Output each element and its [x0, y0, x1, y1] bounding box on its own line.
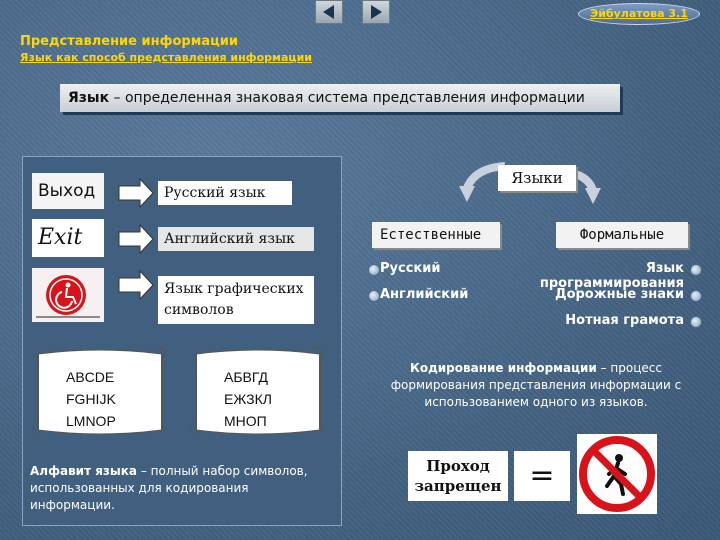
- wheelchair-sign: [32, 268, 104, 322]
- english-language-label: Английский язык: [158, 227, 314, 251]
- natural-languages-node: Естественные: [372, 222, 500, 248]
- alphabet-text: – полный набор символов, использованных …: [30, 464, 308, 512]
- bullet-icon: [690, 264, 702, 276]
- alphabet-line: ABCDE: [66, 369, 115, 385]
- bullet-icon: [690, 290, 702, 302]
- coding-term: Кодирование информации: [410, 361, 597, 375]
- bullet-icon: [690, 316, 702, 328]
- alphabet-line: АБВГД: [224, 369, 268, 385]
- slide-link-button[interactable]: Эйбулатова 3.1: [578, 3, 700, 25]
- next-slide-button[interactable]: [362, 0, 390, 24]
- alphabet-line: ЕЖЗКЛ: [224, 391, 272, 407]
- definition-term: Язык: [68, 90, 110, 106]
- arrow-left-icon: [323, 5, 334, 19]
- arrow-right-icon: [371, 5, 382, 19]
- coding-definition: Кодирование информации – процесс формиро…: [376, 360, 696, 411]
- latin-alphabet-scroll: ABCDE FGHIJK LMNOP: [30, 346, 170, 438]
- no-pedestrian-sign: [577, 434, 657, 514]
- page-subtitle-link[interactable]: Язык как способ представления информации: [20, 51, 313, 64]
- formal-item: Язык программирования: [539, 261, 684, 291]
- alphabet-line: LMNOP: [66, 413, 116, 429]
- page-title: Представление информации: [20, 34, 238, 49]
- left-panel: [22, 156, 342, 526]
- formal-item: Нотная грамота: [565, 313, 684, 328]
- alphabet-term: Алфавит языка: [30, 464, 137, 478]
- arrow-right-icon: [118, 224, 154, 254]
- coding-text: – процесс формирования представления инф…: [390, 361, 682, 409]
- exit-sign-english: Exit: [32, 219, 104, 257]
- russian-language-label: Русский язык: [158, 181, 292, 205]
- no-entry-text: Проход запрещен: [408, 451, 508, 501]
- definition-text: – определенная знаковая система представ…: [109, 90, 585, 106]
- natural-item: Английский: [380, 287, 469, 302]
- formal-languages-node: Формальные: [556, 222, 688, 248]
- graphic-symbols-language-label: Язык графических символов: [158, 276, 314, 324]
- previous-slide-button[interactable]: [315, 0, 343, 24]
- bullet-icon: [368, 290, 380, 302]
- equals-sign: =: [514, 451, 570, 501]
- language-definition: Язык – определенная знаковая система пре…: [60, 84, 620, 112]
- alphabet-line: МНОП: [224, 413, 267, 429]
- exit-sign-russian: Выход: [32, 173, 104, 209]
- cyrillic-alphabet-scroll: АБВГД ЕЖЗКЛ МНОП: [188, 346, 328, 438]
- formal-item: Дорожные знаки: [554, 287, 684, 302]
- natural-item: Русский: [380, 261, 441, 276]
- wheelchair-icon: [36, 275, 100, 318]
- alphabet-definition: Алфавит языка – полный набор символов, и…: [30, 463, 330, 514]
- languages-node: Языки: [498, 165, 576, 191]
- arrow-right-icon: [118, 270, 154, 300]
- arrow-right-icon: [118, 178, 154, 208]
- no-pedestrian-icon: [579, 436, 655, 512]
- alphabet-line: FGHIJK: [66, 391, 116, 407]
- bullet-icon: [368, 264, 380, 276]
